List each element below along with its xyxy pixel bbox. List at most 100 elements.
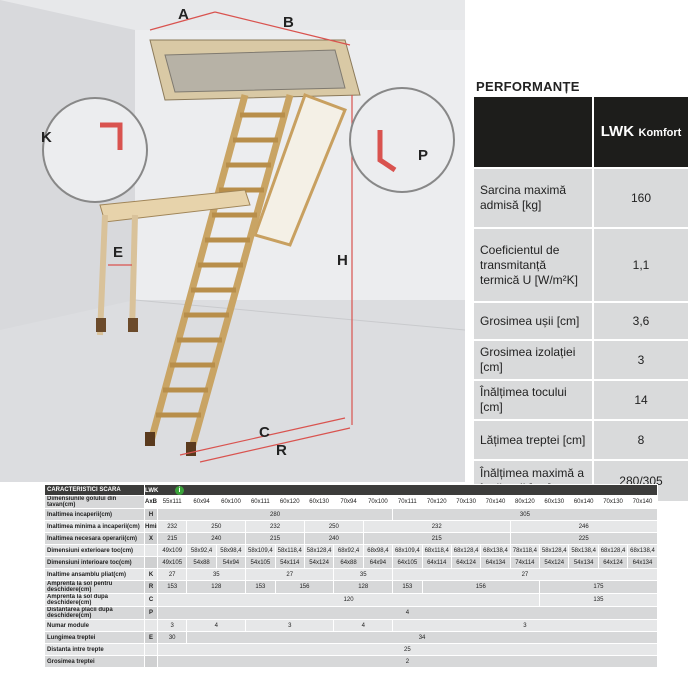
value-cell: 280	[156, 508, 394, 521]
value-cell: 305	[392, 508, 658, 521]
value-cell: 4	[157, 606, 658, 620]
value-cell: 128	[186, 580, 247, 594]
row-symbol	[144, 556, 158, 569]
value-cell: 156	[421, 580, 541, 594]
performance-label: Sarcina maximă admisă [kg]	[474, 168, 593, 229]
value-cell: 250	[186, 520, 247, 533]
label-e: E	[113, 244, 123, 261]
value-cell: 68x118,4	[421, 544, 452, 557]
value-cell: 27	[245, 568, 335, 581]
row-label: Amprenta la sol pentru deschidere(cm)	[44, 580, 145, 594]
row-symbol	[144, 619, 158, 632]
dimension-cell: 70x130	[450, 495, 482, 509]
row-label: Inaltimea necesara operarii(cm)	[44, 532, 145, 545]
performance-header-blank	[474, 97, 593, 169]
value-cell: 68x138,4	[627, 544, 658, 557]
value-cell: 128	[333, 580, 394, 594]
value-cell: 49x109	[156, 544, 188, 557]
dimension-cell: 60x120	[274, 495, 305, 509]
value-cell: 232	[362, 520, 511, 533]
performance-label: Grosimea ușii [cm]	[474, 302, 593, 341]
dimension-cell: 70x140	[627, 495, 658, 509]
dimension-cell: 70x120	[421, 495, 452, 509]
value-cell: 232	[245, 520, 305, 533]
value-cell: 54x114	[274, 556, 305, 569]
performance-title: PERFORMANȚE	[476, 79, 580, 94]
model-label: LWK	[145, 487, 159, 494]
value-cell: 58x98,4	[215, 544, 247, 557]
performance-row: Coeficientul de transmitanță termică U […	[474, 228, 688, 303]
dimensions-symbol: AxB	[144, 495, 158, 509]
performance-label: Coeficientul de transmitanță termică U […	[474, 228, 593, 303]
value-cell: 232	[156, 520, 188, 533]
row-symbol	[144, 643, 158, 656]
characteristics-model-cell: LWK i	[144, 484, 658, 496]
performance-header: LWK Komfort	[474, 97, 688, 169]
value-cell: 54x88	[186, 556, 217, 569]
label-a: A	[178, 6, 189, 23]
value-cell: 4	[186, 619, 247, 632]
dimension-cell: 55x111	[156, 495, 188, 509]
value-cell: 54x94	[215, 556, 247, 569]
value-cell: 3	[392, 619, 658, 632]
ladder-drawing: A B K E H P C R	[0, 0, 465, 482]
value-cell: 30	[156, 631, 188, 644]
performance-value: 8	[592, 420, 688, 461]
ladder-illustration: A B K E H P C R	[0, 0, 465, 482]
value-cell: 35	[333, 568, 394, 581]
label-k: K	[41, 129, 52, 146]
performance-value: 3	[592, 340, 688, 381]
dimension-cell: 60x140	[568, 495, 599, 509]
value-cell: 68x138,4	[480, 544, 511, 557]
product-sub-label: Komfort	[638, 127, 682, 139]
performance-row: Înălțimea tocului [cm]14	[474, 380, 688, 421]
label-p: P	[418, 147, 428, 164]
row-label: Grosimea treptei	[44, 655, 145, 668]
performance-label: Lățimea treptei [cm]	[474, 420, 593, 461]
value-cell: 58x128,4	[303, 544, 335, 557]
value-cell: 64x105	[392, 556, 423, 569]
value-cell: 153	[245, 580, 276, 594]
row-label: Inaltimea incaperii(cm)	[44, 508, 145, 521]
row-label: Inaltime ansamblu pliat(cm)	[44, 568, 145, 581]
dimension-cell: 70x140	[480, 495, 511, 509]
row-label: Distantarea placii dupa deschidere(cm)	[44, 606, 145, 620]
performance-product: LWK Komfort	[592, 97, 688, 169]
value-cell: 215	[245, 532, 305, 545]
value-cell: 54x124	[539, 556, 570, 569]
value-cell: 64x124	[597, 556, 629, 569]
performance-row: Lățimea treptei [cm]8	[474, 420, 688, 461]
value-cell: 34	[186, 631, 658, 644]
row-label: Dimensiuni exterioare toc(cm)	[44, 544, 145, 557]
row-symbol	[144, 544, 158, 557]
value-cell: 64x88	[333, 556, 364, 569]
row-label: Dimensiuni interioare toc(cm)	[44, 556, 145, 569]
value-cell: 215	[362, 532, 511, 545]
performance-row: Grosimea izolației [cm]3	[474, 340, 688, 381]
value-cell: 225	[509, 532, 658, 545]
value-cell: 64x134	[480, 556, 511, 569]
value-cell: 68x92,4	[333, 544, 364, 557]
dimension-cell: 70x100	[362, 495, 394, 509]
row-symbol	[144, 655, 158, 668]
value-cell: 58x109,4	[245, 544, 276, 557]
value-cell: 68x128,4	[450, 544, 482, 557]
label-b: B	[283, 14, 294, 31]
row-symbol: X	[144, 532, 158, 545]
value-cell: 64x114	[421, 556, 452, 569]
value-cell: 240	[186, 532, 247, 545]
label-c: C	[259, 424, 270, 441]
row-symbol: H	[144, 508, 158, 521]
dimensions-label: Dimensiunile golului din tavan(cm)	[44, 495, 145, 509]
value-cell: 156	[274, 580, 335, 594]
row-symbol: K	[144, 568, 158, 581]
dimension-cell: 60x111	[245, 495, 276, 509]
value-cell: 250	[303, 520, 364, 533]
value-cell: 58x128,4	[539, 544, 570, 557]
